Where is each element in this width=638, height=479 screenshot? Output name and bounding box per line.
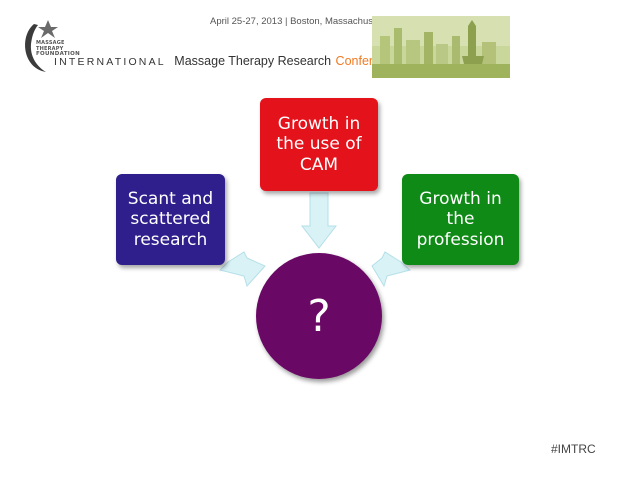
node-left-label: Scant and scattered research [127,189,214,250]
arrow-right-to-center [371,251,412,288]
logo-line-1: MASSAGE [36,40,65,46]
arrow-top-to-center [300,192,338,249]
title-prefix: INTERNATIONAL [54,56,166,68]
node-growth-profession: Growth in the profession [402,174,519,265]
foundation-logo-icon [25,20,58,72]
node-top-label: Growth in the use of CAM [276,114,362,175]
node-growth-cam: Growth in the use of CAM [260,98,378,191]
boston-skyline-image [372,16,510,78]
logo-line-3: FOUNDATION [36,51,80,57]
foundation-logo: MASSAGE THERAPY FOUNDATION [20,16,130,76]
conference-title: INTERNATIONAL Massage Therapy Research C… [54,52,400,70]
date-location: April 25-27, 2013 | Boston, Massachusett… [210,16,389,27]
center-label: ? [307,290,331,342]
arrow-left-to-center [219,251,266,287]
center-question-circle: ? [256,253,382,379]
conference-banner: MASSAGE THERAPY FOUNDATION April 25-27, … [20,16,510,78]
hashtag: #IMTRC [551,442,596,456]
title-main: Massage Therapy Research [174,54,332,68]
node-right-label: Growth in the profession [416,189,505,250]
node-scant-research: Scant and scattered research [116,174,225,265]
logo-line-2: THERAPY [36,46,64,52]
